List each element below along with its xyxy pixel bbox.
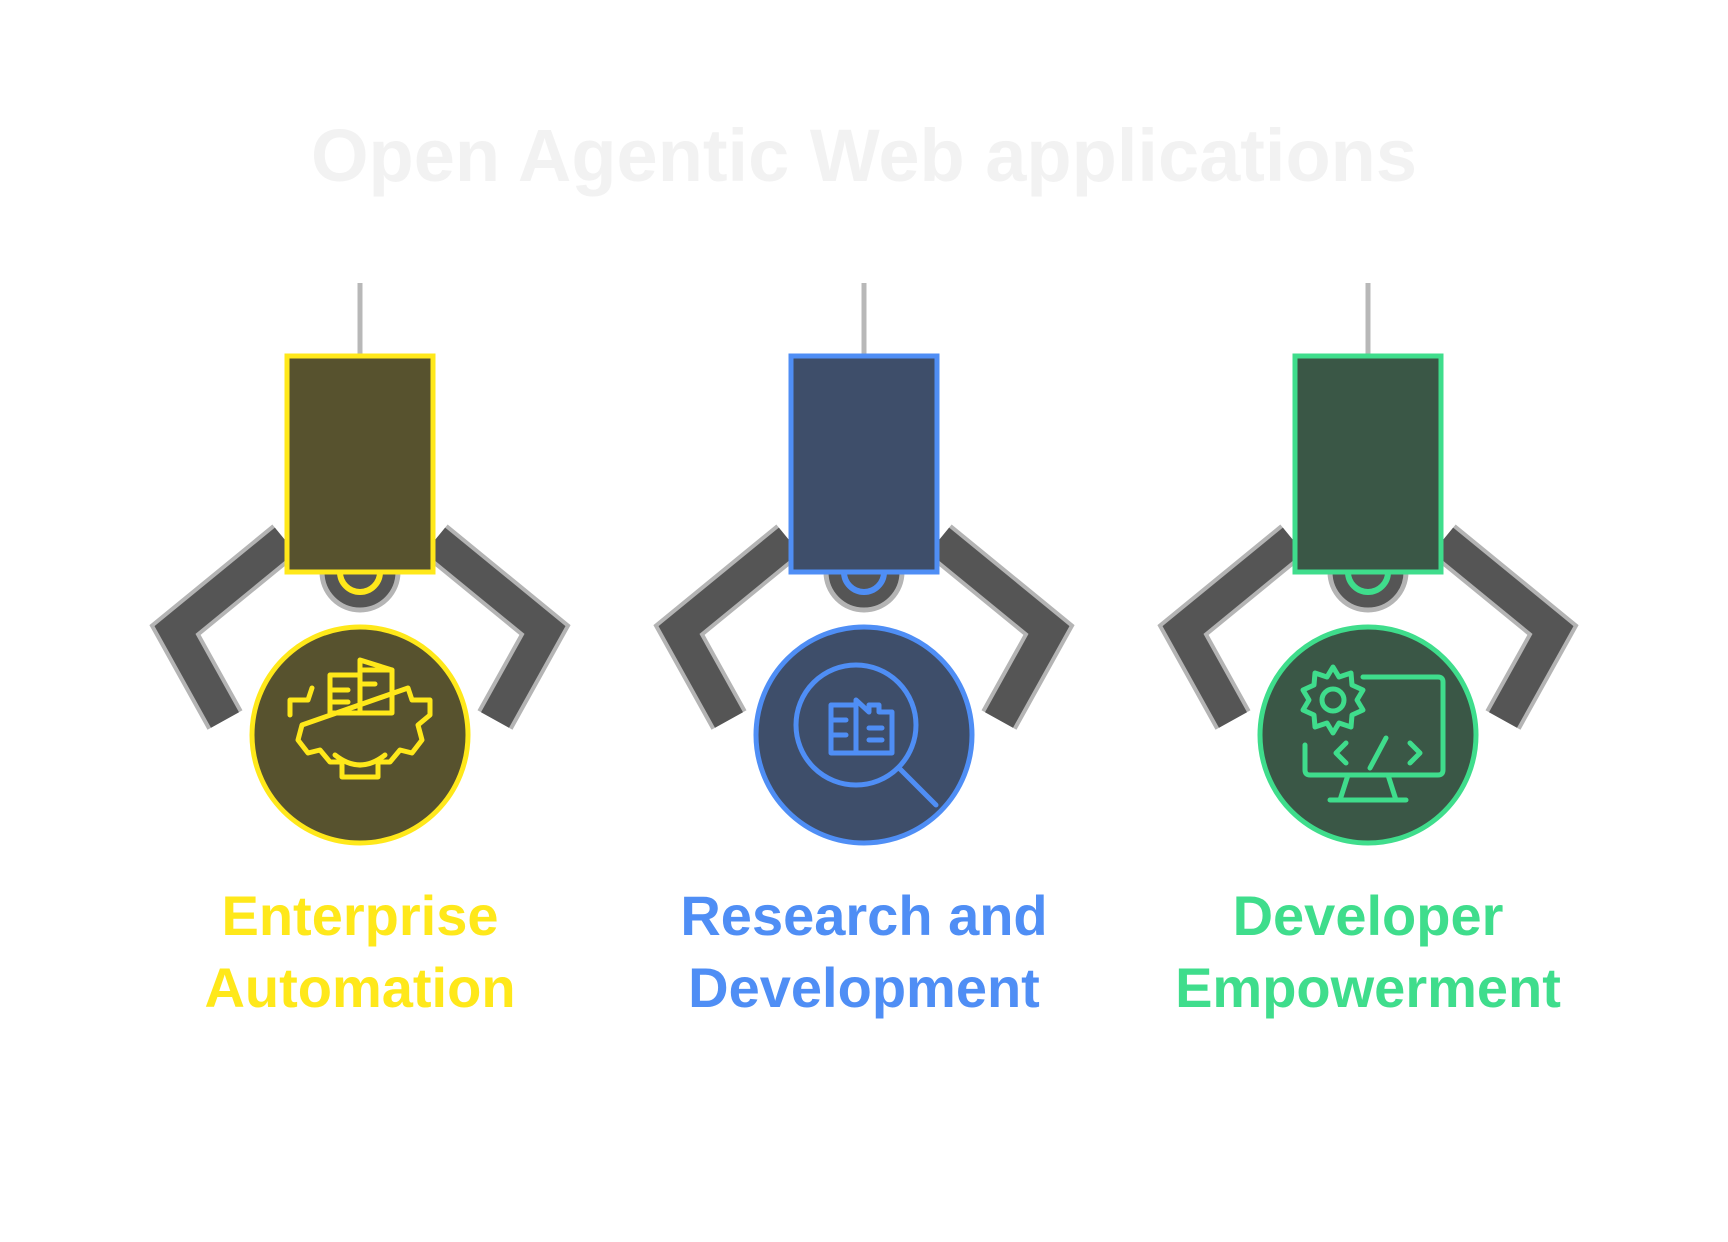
monitor-code-gear-icon <box>1300 664 1446 803</box>
page-title: Open Agentic Web applications <box>310 114 1418 197</box>
label-line: Research and <box>680 884 1048 947</box>
claw-body <box>1292 353 1444 575</box>
claw-disc <box>753 624 975 846</box>
claw-left-arm-inner <box>154 527 296 728</box>
claw-body <box>284 353 436 575</box>
claw-right-arm-inner <box>928 527 1070 728</box>
claw-left-arm-inner <box>1162 527 1304 728</box>
claw-research-development <box>653 283 1075 846</box>
label-line: Development <box>688 956 1040 1019</box>
claw-right-arm-inner <box>424 527 566 728</box>
label-enterprise-automation: Enterprise Automation <box>80 880 640 1024</box>
label-research-development: Research and Development <box>584 880 1144 1024</box>
claw-enterprise-automation <box>149 283 571 846</box>
gear-building-icon <box>287 657 433 780</box>
claw-left-arm-inner <box>658 527 800 728</box>
claw-right-arm-inner <box>1432 527 1574 728</box>
label-line: Empowerment <box>1175 956 1561 1019</box>
claw-disc <box>249 624 471 846</box>
label-line: Developer <box>1232 884 1504 947</box>
claw-developer-empowerment <box>1157 283 1579 846</box>
label-developer-empowerment: Developer Empowerment <box>1088 880 1648 1024</box>
label-line: Enterprise <box>221 884 499 947</box>
label-line: Automation <box>204 956 516 1019</box>
magnifier-building-icon <box>793 662 939 808</box>
claw-body <box>788 353 940 575</box>
